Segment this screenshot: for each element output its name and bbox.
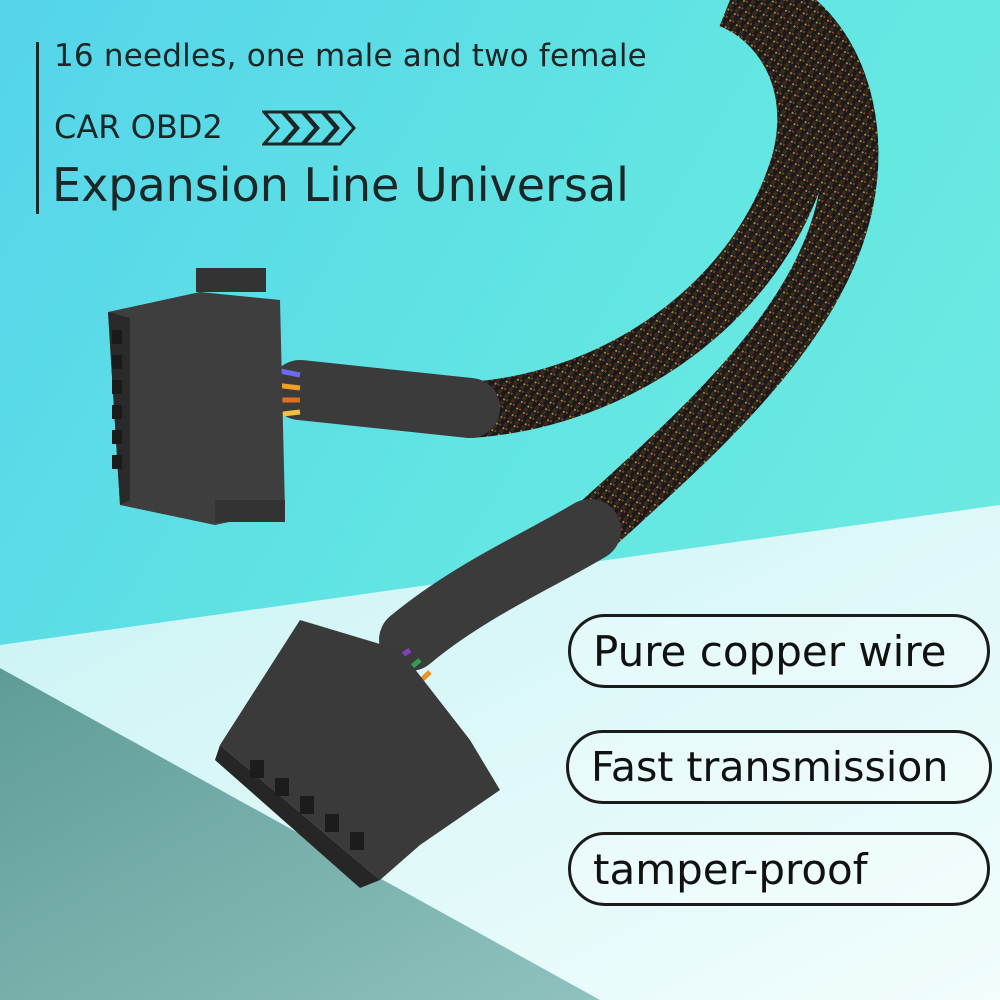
feature-label: tamper-proof	[593, 844, 868, 894]
feature-label: Fast transmission	[591, 743, 949, 791]
heat-shrink-lower	[379, 499, 621, 671]
male-obd2-connector	[108, 268, 285, 525]
feature-badge-transmission: Fast transmission	[566, 730, 992, 804]
product-name: CAR OBD2	[54, 108, 223, 146]
page-title: Expansion Line Universal	[52, 158, 629, 212]
feature-badge-copper: Pure copper wire	[568, 614, 990, 688]
chevrons-right-icon	[262, 110, 356, 146]
braided-cable-lower	[561, 0, 879, 561]
female-obd2-connector	[215, 620, 500, 888]
heat-shrink-upper	[270, 360, 500, 438]
feature-label: Pure copper wire	[593, 626, 947, 676]
accent-bar	[36, 42, 39, 214]
subtitle: 16 needles, one male and two female	[54, 38, 647, 74]
feature-badge-tamper-proof: tamper-proof	[568, 832, 990, 906]
